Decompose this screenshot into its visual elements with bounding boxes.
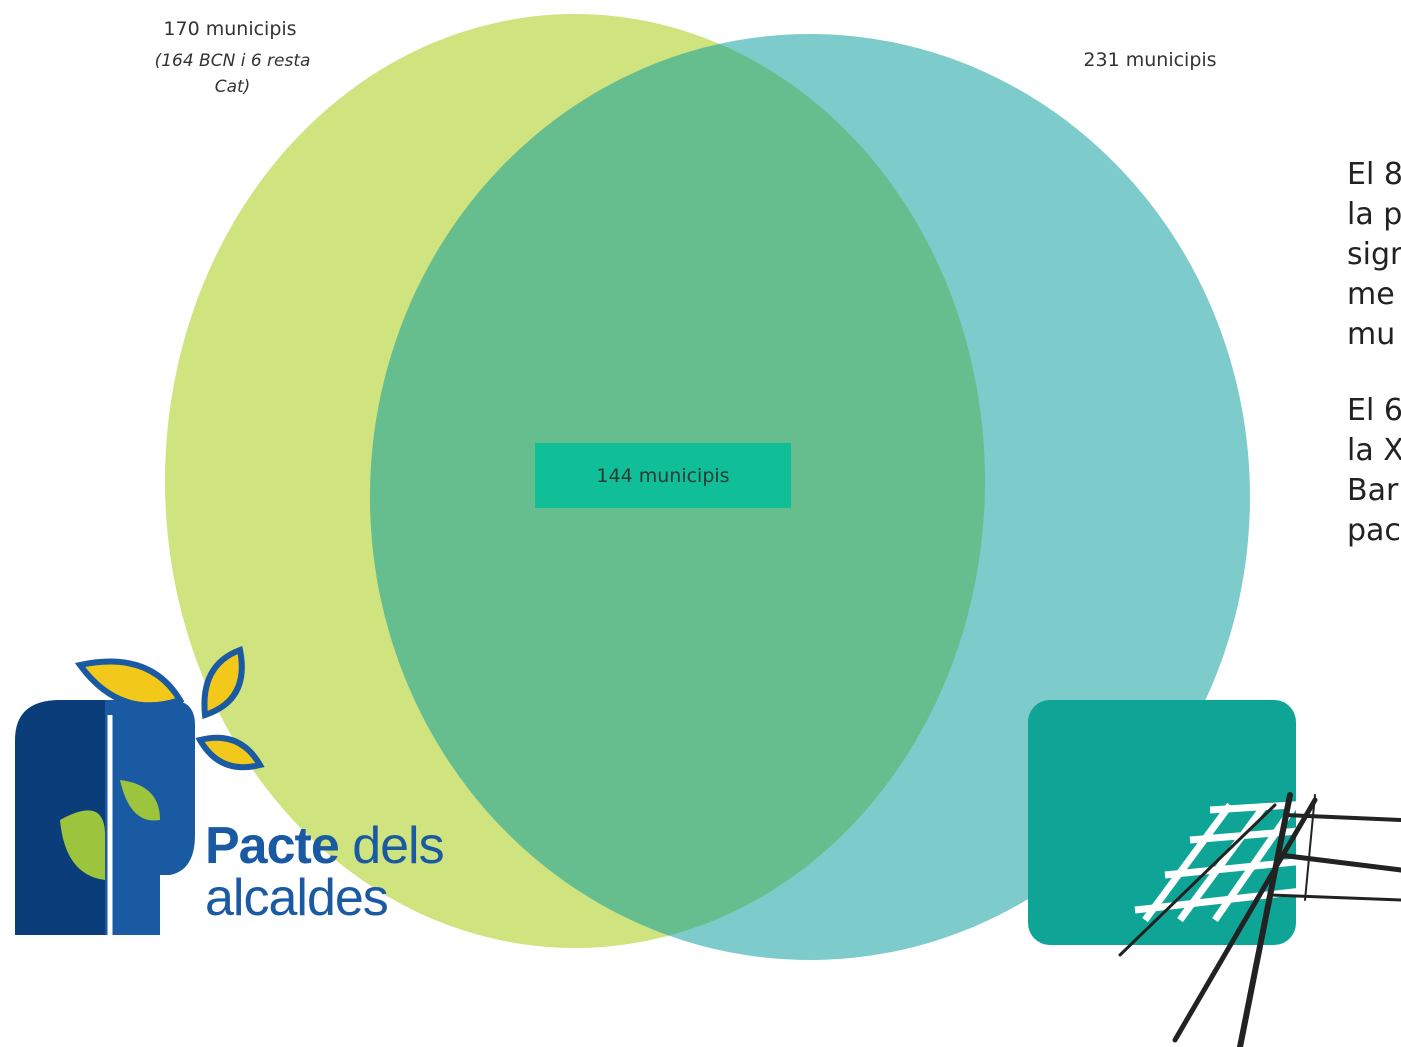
logo-word-dels: dels <box>352 817 444 875</box>
pacte-logo-text: Pacte dels alcaldes <box>205 817 445 927</box>
side-paragraph-1: El 8 la p sign me mu <box>1347 157 1401 352</box>
logo-word-pacte: Pacte <box>205 817 340 875</box>
side-paragraph-2: El 6 la X Bar pac <box>1347 393 1401 548</box>
logo-green-left <box>60 810 105 880</box>
intersection-label-box: 144 municipis <box>535 443 791 508</box>
logo-yellow-leaf-lower <box>195 734 265 771</box>
logo-green-right <box>120 780 160 821</box>
logo-navy-shape <box>15 700 105 935</box>
pacte-dels-alcaldes-logo <box>15 645 265 935</box>
logo-white-grid <box>1134 796 1376 923</box>
intersection-area <box>370 34 985 948</box>
logo-teal-square <box>1028 700 1296 945</box>
logo-yellow-leaf-right <box>201 645 245 720</box>
logo-word-alcaldes: alcaldes <box>205 869 389 927</box>
side-text-panel: El 8 la p sign me mu El 6 la X Bar pac <box>1347 155 1401 587</box>
logo-yellow-leaf-left <box>74 658 185 709</box>
logo-ink-sketch <box>1118 792 1401 1047</box>
left-set-count: 170 municipis <box>163 18 297 40</box>
intersection-count: 144 municipis <box>596 464 730 487</box>
right-set-count: 231 municipis <box>1083 49 1217 71</box>
left-set-note: (164 BCN i 6 resta Cat) <box>154 51 311 97</box>
xarxa-network-logo <box>1028 700 1401 1047</box>
